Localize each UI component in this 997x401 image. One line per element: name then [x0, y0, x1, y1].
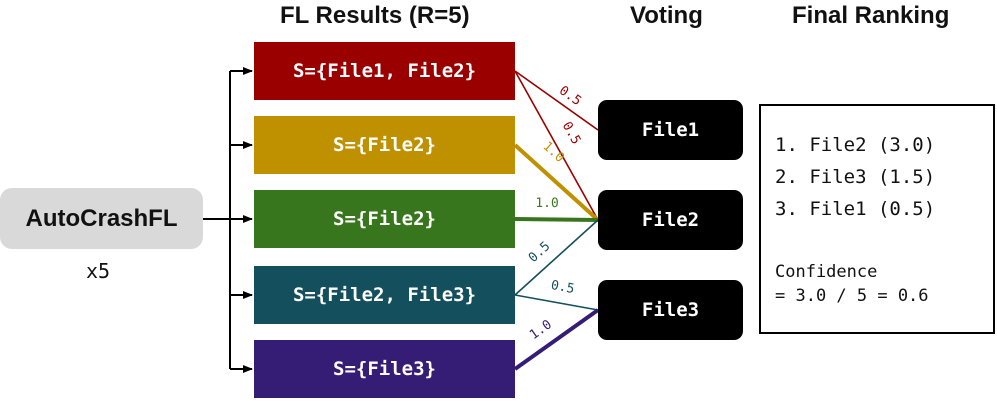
vote-box-file1: File1 — [598, 100, 743, 160]
source-label: AutoCrashFL — [25, 204, 178, 232]
edge-weight-label: 0.5 — [556, 83, 584, 109]
vote-label: File1 — [641, 119, 700, 141]
fl-result-box-5: S={File3} — [254, 340, 515, 398]
fl-result-label: S={File3} — [333, 358, 436, 380]
vote-edge — [513, 308, 600, 371]
vote-label: File2 — [641, 209, 700, 231]
confidence-value: = 3.0 / 5 = 0.6 — [775, 286, 929, 306]
fanout-arrows — [203, 67, 253, 373]
header-voting: Voting — [630, 2, 703, 29]
vote-edge — [514, 217, 599, 222]
fl-result-label: S={File1, File2} — [292, 60, 477, 82]
edge-weight-label: 0.5 — [559, 119, 584, 147]
run-multiplier: x5 — [86, 259, 111, 283]
edge-weight-label: 1.0 — [535, 196, 559, 211]
ranking-item-1: 1. File2 (3.0) — [775, 134, 936, 156]
vote-edges — [513, 70, 600, 371]
final-ranking-box: 1. File2 (3.0) 2. File3 (1.5) 3. File1 (… — [759, 104, 995, 334]
edge-weight-label: 1.0 — [540, 139, 567, 166]
confidence-label: Confidence — [775, 262, 878, 282]
vote-label: File3 — [641, 299, 700, 321]
edge-weight-label: 0.5 — [550, 278, 576, 297]
autocrashfl-source-box: AutoCrashFL — [0, 188, 203, 249]
vote-edge — [513, 143, 600, 222]
edge-weight-label: 1.0 — [527, 317, 555, 343]
vote-edge — [514, 219, 599, 296]
vote-edge-labels: 0.50.51.01.00.50.51.0 — [526, 83, 584, 343]
vote-box-file3: File3 — [598, 280, 743, 340]
ranking-item-3: 3. File1 (0.5) — [775, 198, 936, 220]
edge-weight-label: 0.5 — [526, 239, 553, 266]
header-fl-results: FL Results (R=5) — [280, 2, 470, 29]
fl-result-label: S={File2} — [333, 134, 436, 156]
vote-edge — [514, 70, 599, 131]
fl-result-box-2: S={File2} — [254, 116, 515, 174]
vote-edge — [514, 294, 599, 311]
vote-edge — [514, 70, 599, 221]
fl-result-label: S={File2, File3} — [292, 284, 477, 306]
fl-result-box-1: S={File1, File2} — [254, 42, 515, 100]
vote-box-file2: File2 — [598, 190, 743, 250]
fl-result-box-3: S={File2} — [254, 190, 515, 248]
fl-result-box-4: S={File2, File3} — [254, 266, 515, 324]
ranking-item-2: 2. File3 (1.5) — [775, 166, 936, 188]
fl-result-label: S={File2} — [333, 208, 436, 230]
header-final-ranking: Final Ranking — [792, 2, 950, 29]
